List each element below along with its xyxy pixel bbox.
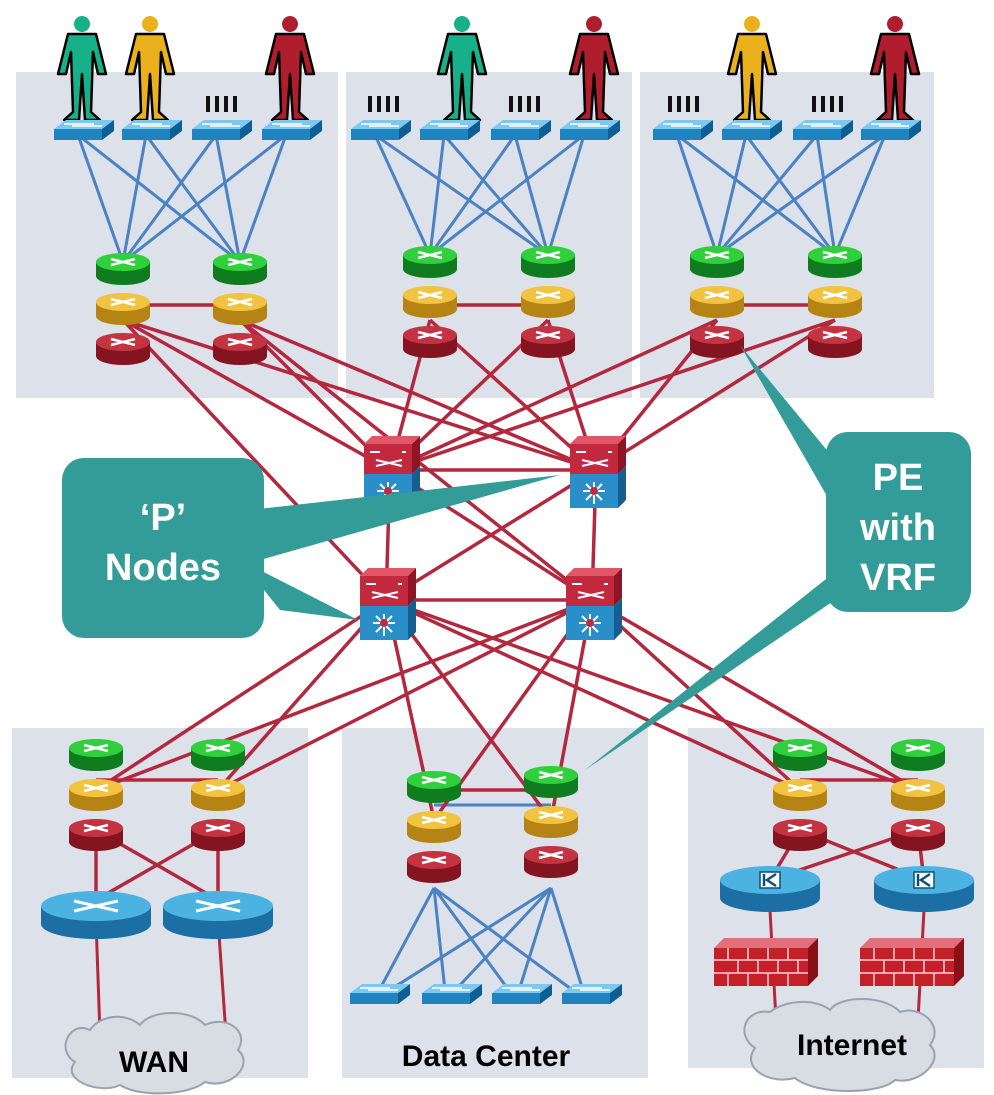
access-switch-icon <box>350 119 412 141</box>
vrf-router-stack-icon <box>401 244 459 360</box>
cloud-icon <box>64 1012 245 1095</box>
access-switch-icon <box>349 983 411 1005</box>
access-switch-icon <box>191 119 253 141</box>
wan-cloud: WAN <box>64 1012 245 1095</box>
access-switch-icon <box>261 119 323 141</box>
vrf-router-stack-icon <box>806 244 864 360</box>
access-switch-icon <box>421 983 483 1005</box>
p-nodes-line2: Nodes <box>105 547 221 589</box>
data-center-label: Data Center <box>402 1040 571 1073</box>
pe-vrf-callout: PE with VRF <box>585 345 971 770</box>
pe-vrf-line3: VRF <box>860 557 936 599</box>
p-nodes-callout: ‘P’ Nodes <box>62 458 560 638</box>
vrf-router-stack-icon <box>889 737 947 853</box>
access-switch-icon <box>121 119 183 141</box>
load-balancer-icon <box>872 864 976 914</box>
access-links <box>76 133 887 1002</box>
firewall-icon <box>859 937 965 987</box>
core-switch-icon <box>569 435 627 509</box>
vrf-router-stack-icon <box>405 769 463 885</box>
firewall-icon <box>713 937 819 987</box>
cloud-icon <box>743 998 936 1092</box>
vrf-router-stack-icon <box>688 244 746 360</box>
vrf-router-stack-icon <box>522 764 580 880</box>
core-links <box>94 303 926 1036</box>
data-center-zone <box>342 728 648 1078</box>
access-switch-icon <box>860 119 922 141</box>
p-nodes-line1: ‘P’ <box>140 497 186 539</box>
wan-cloud-label: WAN <box>119 1046 189 1079</box>
access-switch-icon <box>490 119 552 141</box>
wan-router-icon <box>161 889 275 941</box>
access-switch-icon <box>419 119 481 141</box>
vrf-router-stack-icon <box>189 737 247 853</box>
wan-router-icon <box>39 889 153 941</box>
vrf-router-stack-icon <box>67 737 125 853</box>
vrf-router-stack-icon <box>771 737 829 853</box>
access-switch-icon <box>721 119 783 141</box>
vrf-router-stack-icon <box>519 244 577 360</box>
access-switch-icon <box>559 119 621 141</box>
internet-cloud-label: Internet <box>797 1029 907 1062</box>
vrf-router-stack-icon <box>211 251 269 367</box>
access-switch-icon <box>491 983 553 1005</box>
access-switch-icon <box>652 119 714 141</box>
vrf-router-stack-icon <box>94 251 152 367</box>
pe-vrf-line2: with <box>859 507 936 549</box>
access-switch-icon <box>53 119 115 141</box>
load-balancer-icon <box>718 864 822 914</box>
pe-vrf-line1: PE <box>873 457 924 499</box>
core-switch-icon <box>565 567 623 641</box>
access-switch-icon <box>561 983 623 1005</box>
core-switch-icon <box>359 567 417 641</box>
access-switch-icon <box>792 119 854 141</box>
internet-cloud: Internet <box>743 998 936 1092</box>
